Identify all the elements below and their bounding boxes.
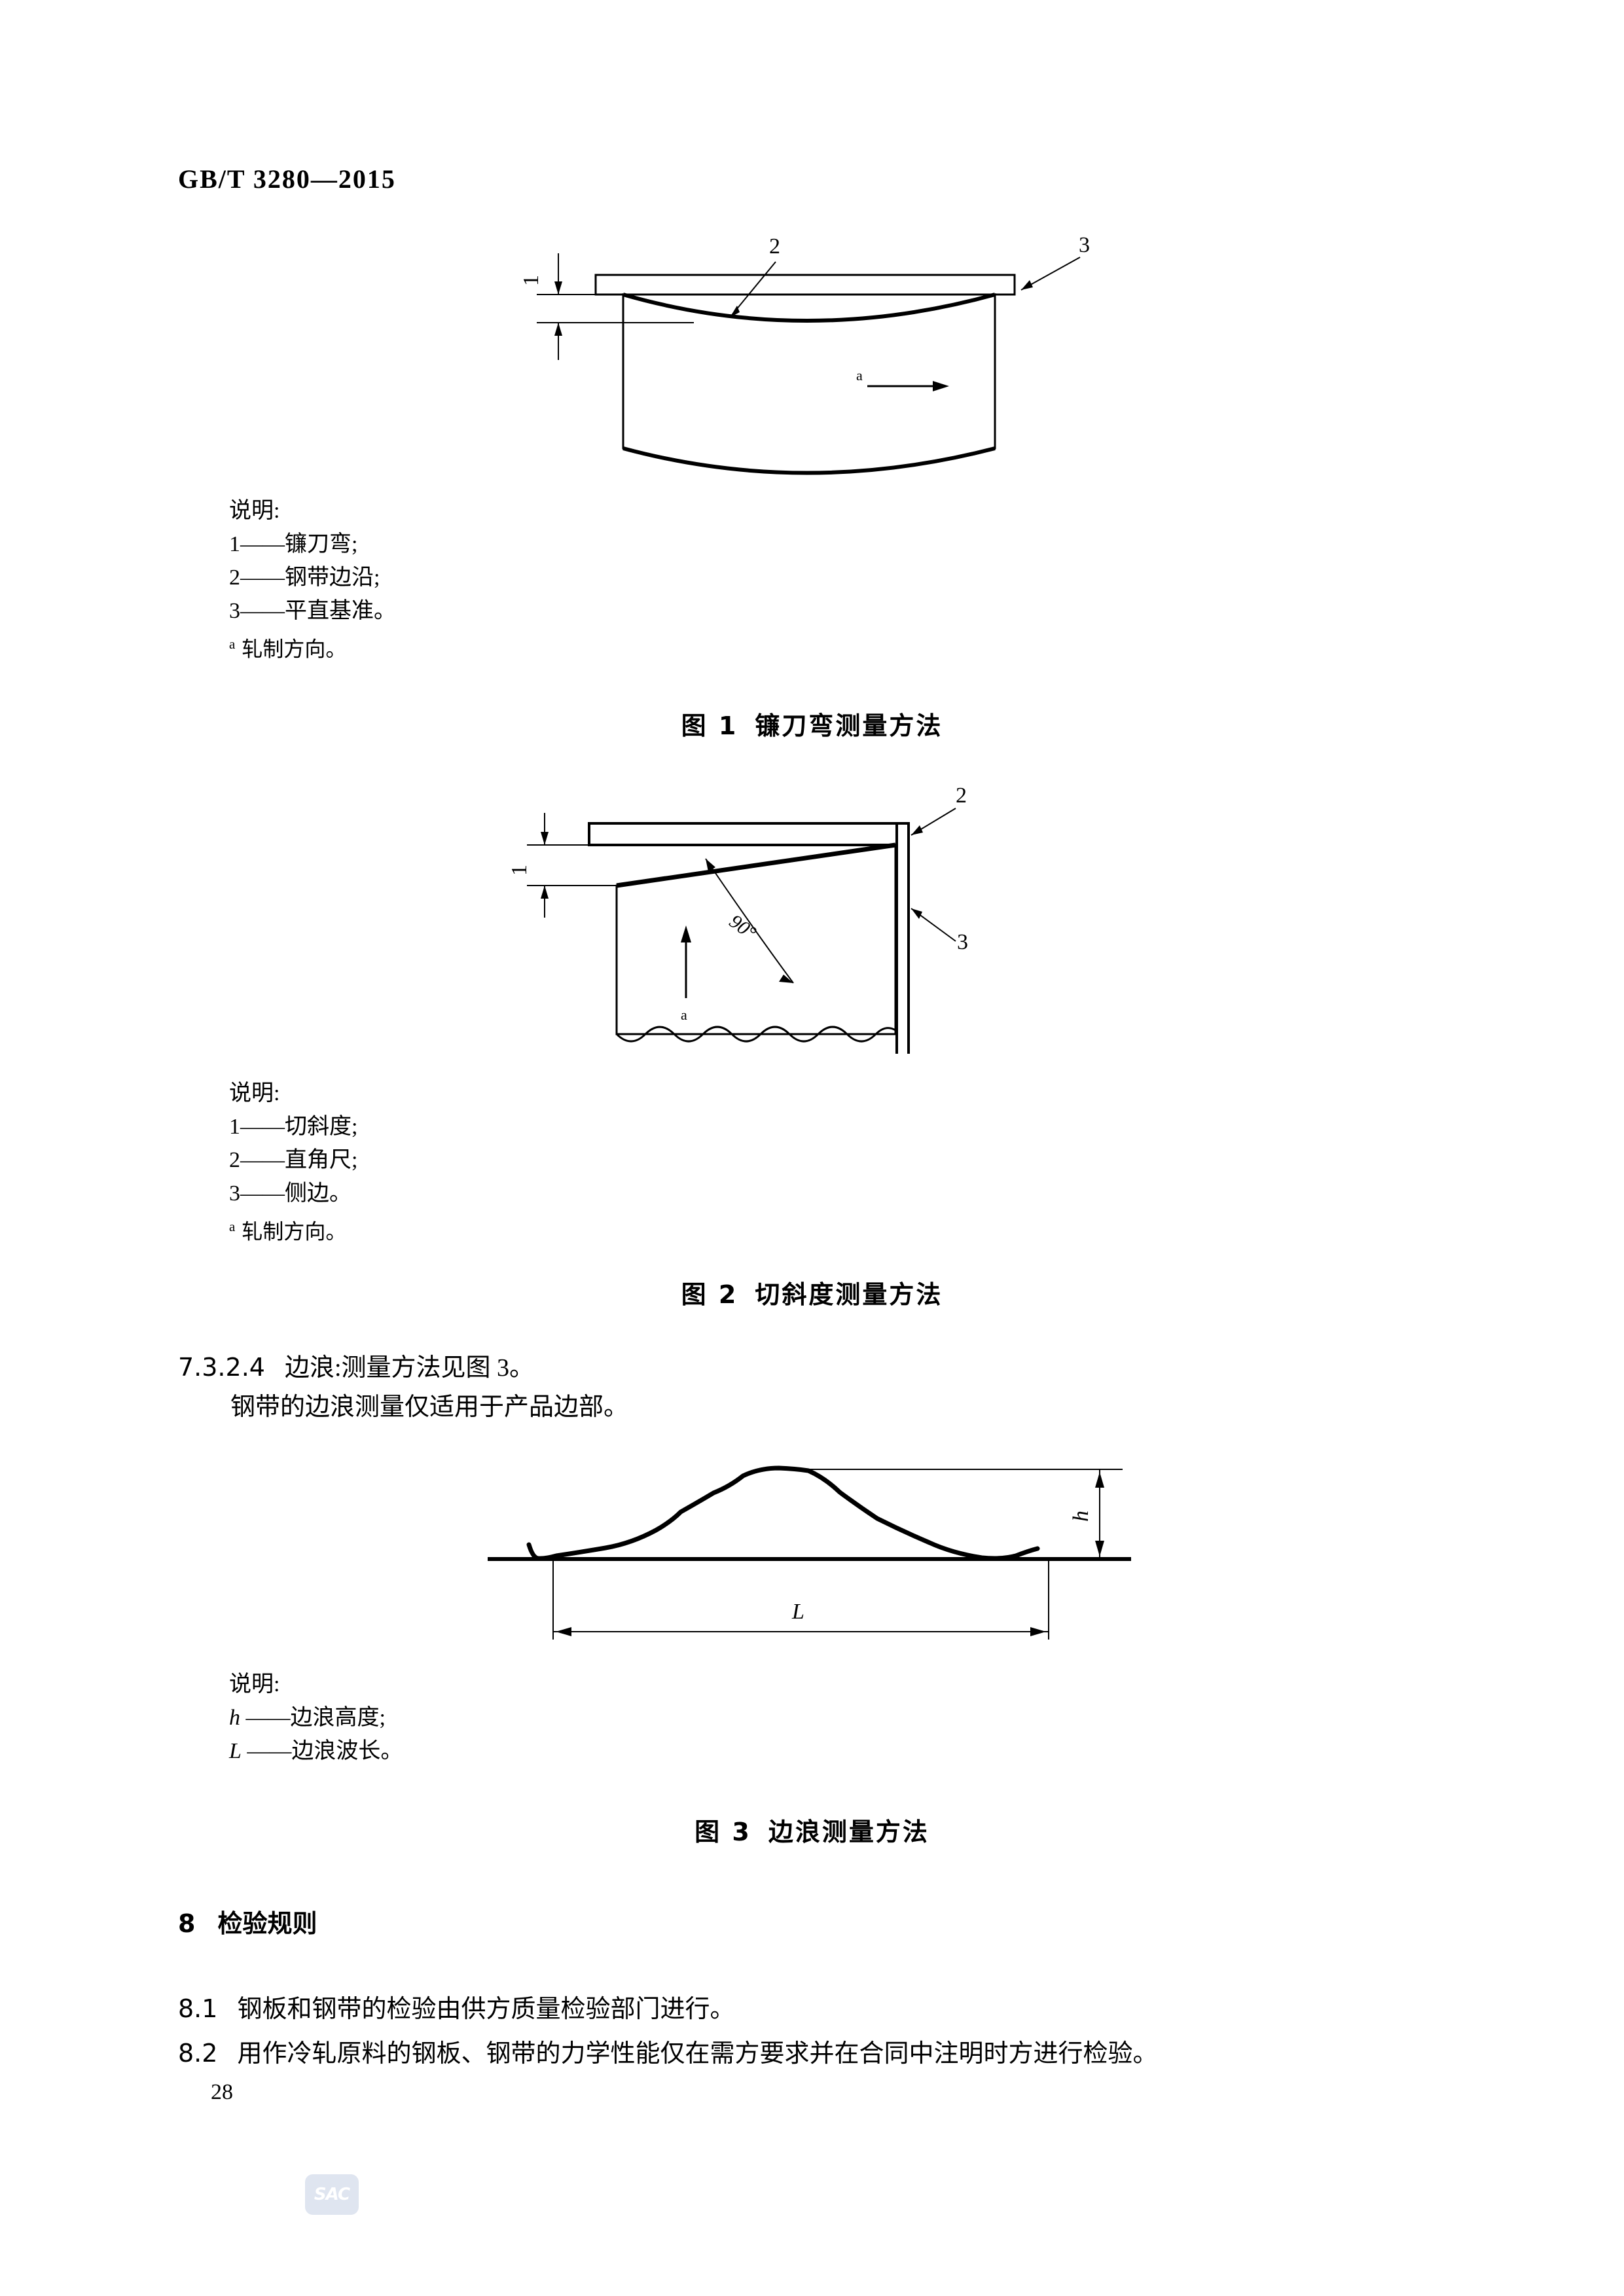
legend-item: 2——钢带边沿; [229,565,380,590]
figure-caption-title: 边浪测量方法 [768,1818,929,1846]
figure-1-callout-1: 1 [519,275,543,286]
figure-3-callout-L: L [791,1600,804,1624]
footnote-text: 轧制方向。 [242,637,347,661]
legend-footnote: a 轧制方向。 [229,1210,357,1249]
legend-item: L ——边浪波长。 [229,1734,403,1768]
section-8-heading: 8 检验规则 [178,1903,317,1939]
legend-item: 3——平直基准。 [229,599,396,623]
standard-code-header: GB/T 3280—2015 [178,164,396,194]
figure-1-legend: 说明: 1——镰刀弯; 2——钢带边沿; 3——平直基准。 a 轧制方向。 [229,494,396,666]
clause-number: 8.1 [178,1994,218,2023]
legend-item: h ——边浪高度; [229,1701,403,1734]
legend-footnote: a 轧制方向。 [229,628,396,666]
clause-text: 用作冷轧原料的钢板、钢带的力学性能仅在需方要求并在合同中注明时方进行检验。 [237,2040,1158,2068]
legend-item-text: ——边浪波长。 [247,1739,403,1763]
figure-2-legend: 说明: 1——切斜度; 2——直角尺; 3——侧边。 a 轧制方向。 [229,1077,357,1249]
figure-2-drawing: 1 2 3 90° a [497,772,1126,1054]
figure-1-callout-3: 3 [1079,233,1090,257]
figure-3-drawing: h L [484,1443,1139,1653]
figure-3-caption: 图 3 边浪测量方法 [0,1812,1624,1848]
legend-item: 3——侧边。 [229,1181,352,1206]
figure-1-rolling-direction-marker: a [856,367,863,384]
section-number: 8 [178,1909,196,1938]
figure-caption-number: 图 3 [695,1818,751,1846]
footnote-marker: a [229,636,236,652]
clause-number: 8.2 [178,2039,218,2068]
figure-2-callout-2: 2 [956,783,967,808]
legend-title: 说明: [229,499,280,523]
figure-1-caption: 图 1 镰刀弯测量方法 [0,706,1624,742]
legend-title: 说明: [229,1081,280,1105]
figure-3-legend: 说明: h ——边浪高度; L ——边浪波长。 [229,1668,403,1768]
clause-7-3-2-4-continuation: 钢带的边浪测量仅适用于产品边部。 [230,1393,629,1421]
figure-1-callout-2: 2 [769,234,780,259]
clause-8-2: 8.2 用作冷轧原料的钢板、钢带的力学性能仅在需方要求并在合同中注明时方进行检验。 [178,2033,1157,2069]
legend-title: 说明: [229,1672,280,1696]
section-title: 检验规则 [217,1909,317,1938]
clause-text: 钢板和钢带的检验由供方质量检验部门进行。 [237,1996,735,2023]
figure-caption-title: 镰刀弯测量方法 [755,711,943,740]
page-number: 28 [211,2080,233,2104]
figure-1-drawing: 1 2 3 a [497,226,1113,488]
clause-8-1: 8.1 钢板和钢带的检验由供方质量检验部门进行。 [178,1988,734,2024]
sac-logo: SAC [305,2174,359,2215]
legend-item: 1——切斜度; [229,1115,358,1139]
clause-number: 7.3.2.4 [178,1353,265,1382]
figure-caption-number: 图 1 [681,711,738,740]
figure-2-rolling-direction-marker: a [681,1007,687,1023]
sac-logo-text: SAC [314,2185,350,2204]
legend-item-text: ——边浪高度; [245,1706,386,1730]
figure-2-callout-3: 3 [957,930,968,954]
figure-2-callout-1: 1 [507,865,532,876]
footnote-text: 轧制方向。 [242,1219,347,1244]
clause-text: 边浪:测量方法见图 3。 [284,1354,535,1382]
legend-item: 1——镰刀弯; [229,532,358,556]
legend-symbol: L [229,1739,242,1763]
legend-symbol: h [229,1706,240,1730]
figure-3-callout-h: h [1069,1511,1093,1522]
figure-caption-number: 图 2 [681,1280,738,1309]
figure-caption-title: 切斜度测量方法 [755,1280,943,1309]
footnote-marker: a [229,1219,236,1234]
legend-item: 2——直角尺; [229,1148,358,1172]
clause-7-3-2-4: 7.3.2.4 边浪:测量方法见图 3。 [178,1347,534,1383]
figure-2-caption: 图 2 切斜度测量方法 [0,1274,1624,1310]
